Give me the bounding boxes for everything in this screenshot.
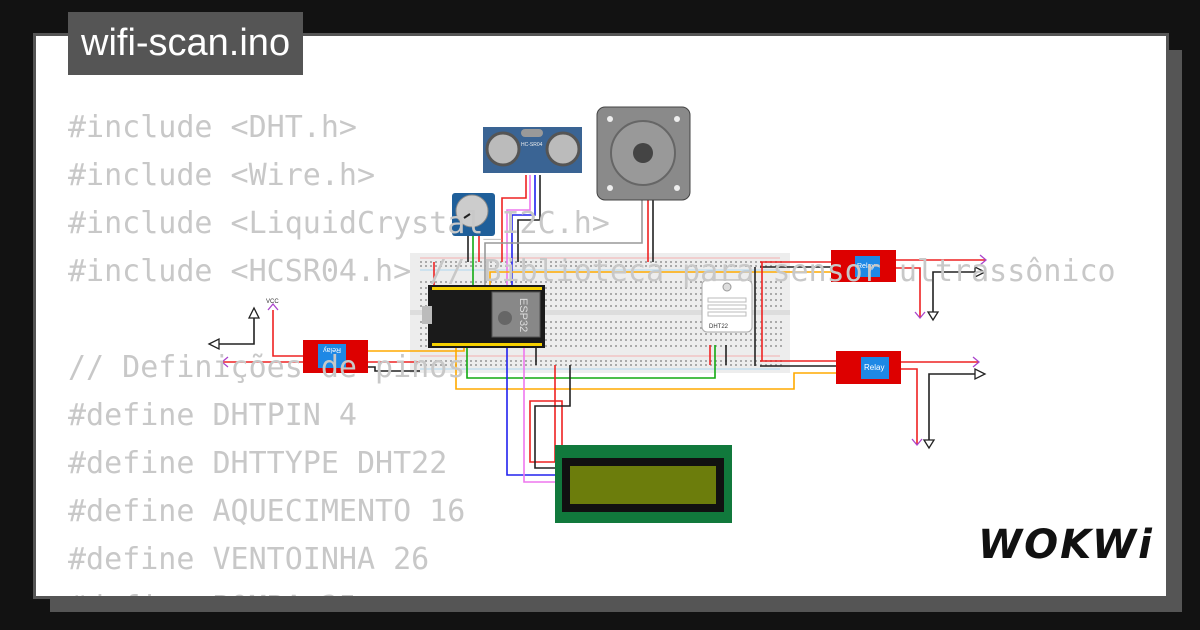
relay-right-bottom: Relay: [836, 351, 901, 384]
ground-icon: [974, 265, 987, 279]
relay-label: Relay: [864, 363, 884, 372]
relay-label: Relay: [857, 263, 875, 270]
ground-icon: [926, 311, 940, 322]
wires: [218, 175, 985, 483]
relay-right-top: Relay: [831, 250, 896, 282]
stepper-motor: [596, 106, 691, 201]
ground-icon: [207, 337, 220, 351]
esp32-board: ESP32: [422, 285, 545, 348]
ultrasonic-label: HC-SR04: [521, 142, 543, 148]
dht22-label: DHT22: [709, 324, 729, 330]
power-symbols: [207, 265, 987, 450]
relay-left: Relay: [303, 340, 368, 373]
ground-icon: [922, 439, 936, 450]
esp32-label: ESP32: [517, 298, 529, 332]
vcc-arrows: [220, 254, 988, 447]
wokwi-logo: WOKWi: [978, 522, 1154, 568]
vcc-label: VCC: [266, 299, 279, 305]
project-title: wifi-scan.ino: [68, 12, 304, 75]
lcd-display: [555, 445, 732, 523]
ground-icon: [974, 367, 987, 381]
ground-icon: [247, 306, 261, 319]
dht22-sensor: DHT22: [701, 279, 753, 333]
relay-label: Relay: [323, 346, 341, 353]
potentiometer: [452, 193, 495, 236]
ultrasonic-sensor: HC-SR04: [483, 127, 582, 173]
